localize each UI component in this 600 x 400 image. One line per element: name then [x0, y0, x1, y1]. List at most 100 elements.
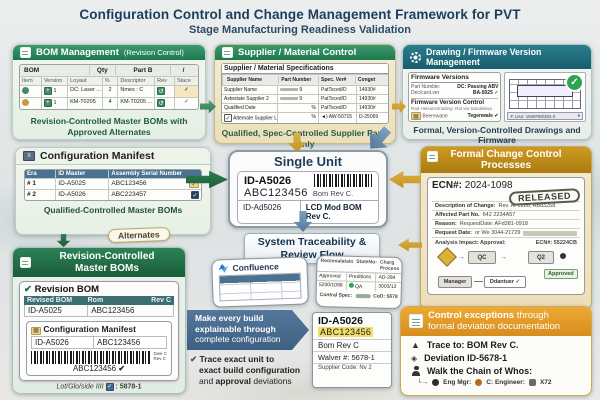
fvc-note: Rad Helsans/Intaling: Rat ver.Sandalesa [411, 106, 492, 111]
flow-node-review: Ddantuer ✓ [484, 276, 526, 288]
manifest-table: Era ID Master Assembly Serial Number # 1… [24, 169, 202, 201]
rev-icon: ↺ [157, 87, 166, 95]
approved-label: Approved [544, 269, 578, 279]
review-table-card: Reonmalataio StateNo: Charg Process Appr… [315, 254, 403, 310]
change-doc-icon [427, 151, 438, 162]
page-subtitle: Stage Manufacturing Readiness Validation [189, 24, 411, 36]
unit-serial: ABC123456 [244, 187, 308, 199]
supplier-table: Supplier / Material Specifications Suppl… [221, 63, 389, 124]
alternates-badge: Alternates [107, 226, 170, 244]
deviation-doc-icon [409, 314, 423, 329]
single-unit-title: Single Unit [274, 154, 342, 169]
drawing-version-dropdown[interactable]: F. Uso: VeW#09/304.0▾ [507, 112, 583, 120]
bom-item-icon [22, 99, 29, 106]
alt-check-icon: ✓ [184, 99, 189, 105]
check-icon: ✔ [24, 284, 32, 295]
flow-node-q2: Q2 [528, 251, 554, 264]
revision-bom-card: ✔ Revision BOM Revised BOM Rom Rev C ID-… [19, 281, 179, 381]
flow-arrow: → [458, 254, 465, 261]
gear-icon [410, 51, 421, 63]
flow-node-manager: Manager [438, 276, 472, 288]
fw-versions-title: Firmware Versions [411, 74, 499, 83]
page-title: Configuration Control and Change Managem… [79, 7, 521, 22]
date-input[interactable] [523, 230, 577, 236]
chevron-down-icon: ▾ [577, 113, 580, 118]
checkbox-icon[interactable]: ✓ [224, 114, 232, 122]
barcode [31, 350, 151, 364]
version-badge: + [43, 87, 52, 95]
drawing-header-title: Drawing / Firmware Version Management [426, 47, 542, 67]
exception-item: Walk the Chain of Whos: [411, 365, 581, 378]
exceptions-panel: Control exceptions through formal deviat… [400, 306, 592, 396]
lot-footer: Lot/Glo/side IIII ✓ : 5878-1 [56, 382, 142, 391]
bom-col: Item [22, 78, 33, 84]
bom-col: Rev [154, 77, 174, 85]
rev-icon: ↺ [157, 99, 166, 107]
manifest-title: Configuration Manifest [40, 150, 155, 162]
bom-col: Version [40, 77, 67, 85]
manifest-icon: ▦ [31, 326, 41, 335]
card-waiver: Walver #: 5678-1 [313, 351, 391, 363]
flow-node-qc: QC [468, 251, 496, 264]
bom-group-header: Qty [88, 66, 115, 75]
ecn-number: 2024-1098 [464, 180, 513, 191]
technical-drawing-thumbnail: ✓ F. Uso: VeW#09/304.0▾ [504, 72, 586, 122]
confluence-mini-table [218, 272, 302, 302]
deviation-icon: ◈ [411, 353, 418, 363]
spec-slider[interactable] [355, 293, 371, 299]
confluence-logo-icon [218, 264, 228, 273]
unit-detail-card: ID-A5026 ABC123456 Bom Rev C Walver #: 5… [312, 312, 392, 388]
arrow-icon: └→ [417, 378, 429, 386]
chain-row: └→ Eng Mgr: C: Engineer: X72 [417, 378, 552, 387]
ecn-form: ECN#: 2024-1098 RELEASED Description of … [427, 177, 585, 295]
check-icon: ✔ [190, 354, 198, 364]
card-serial-highlighted: ABC123456 [318, 327, 374, 337]
bom-caption: Revision-Controlled Master BOMs with App… [30, 116, 188, 137]
check-icon: ✓ [494, 90, 499, 96]
bom-table: BOM Qty Part B / Item Version Loyaut % D… [19, 64, 199, 110]
bom-row: + 1 KM-T0205 4 KM-T0205 ... ↺ ✓ [20, 97, 198, 109]
supplier-row: Qualified Date % PatTsced/D 14930# [222, 103, 388, 112]
bom-header-title: BOM Management [36, 47, 119, 58]
supplier-table-title: Supplier / Material Specifications [224, 65, 334, 72]
build-callout: Make every build explainable through com… [187, 310, 309, 350]
serial-check-icon: ✓ [190, 191, 199, 199]
bom-item-icon [22, 87, 29, 94]
avatar-square [528, 379, 536, 387]
ecn-label: ECN#: [432, 180, 463, 191]
supplier-row: Supplier Name 9 PatTsced/D 14930# [222, 85, 388, 94]
card-supplier-code: Supplier Code: Nv 2 [313, 363, 391, 372]
bom-group-header: BOM [22, 66, 89, 75]
supplier-header-title: Supplier / Material Control [238, 47, 357, 58]
bom-management-panel: BOM Management (Revision Control) BOM Qt… [12, 44, 206, 140]
revision-doc-icon [20, 257, 31, 268]
check-icon: ✔ [118, 363, 126, 373]
configuration-manifest-panel: ≡ Configuration Manifest Era ID Master A… [15, 147, 211, 244]
exception-item: ◈ Deviation ID-5678-1 [411, 352, 508, 363]
bom-group-header: Part B [114, 66, 171, 75]
card-rev: Bom Rev C [313, 339, 391, 351]
flow-terminator [560, 253, 566, 259]
check-icon: ✔ [494, 113, 499, 119]
drawing-caption: Formal, Version-Controlled Drawings and … [413, 125, 581, 145]
supplier-row: ✓ Alternate Supplier List % ◄) AW-50715 … [222, 112, 388, 123]
connector [474, 281, 483, 282]
card-id: ID-A5026 [318, 315, 363, 327]
unit-rev-note: Bom Rev C. [312, 189, 354, 198]
trace-note: ✔ Trace exact unit to exact build config… [190, 354, 301, 387]
flow-label-right: ECN#: 55224CB [535, 240, 577, 246]
nested-manifest-card: ▦ Configuration Configuration ManifestMa… [26, 321, 172, 376]
unit-row-desc: LCD Mod BOM Rev C. [305, 203, 362, 221]
qa-status-icon [348, 282, 354, 288]
person-icon [411, 365, 421, 377]
ecn-header-line1: Formal Change Control [450, 149, 562, 160]
bom-col: Descriptor [117, 77, 154, 85]
supplier-icon [222, 47, 233, 58]
avatar-dot [432, 379, 440, 387]
firmware-checkbox-icon[interactable]: ▦ [411, 112, 421, 120]
exception-item: ▲ Trace to: BOM Rev C. [411, 339, 581, 352]
manifest-row: # 1 ID-A5025 ABC123456✓ [25, 178, 201, 189]
